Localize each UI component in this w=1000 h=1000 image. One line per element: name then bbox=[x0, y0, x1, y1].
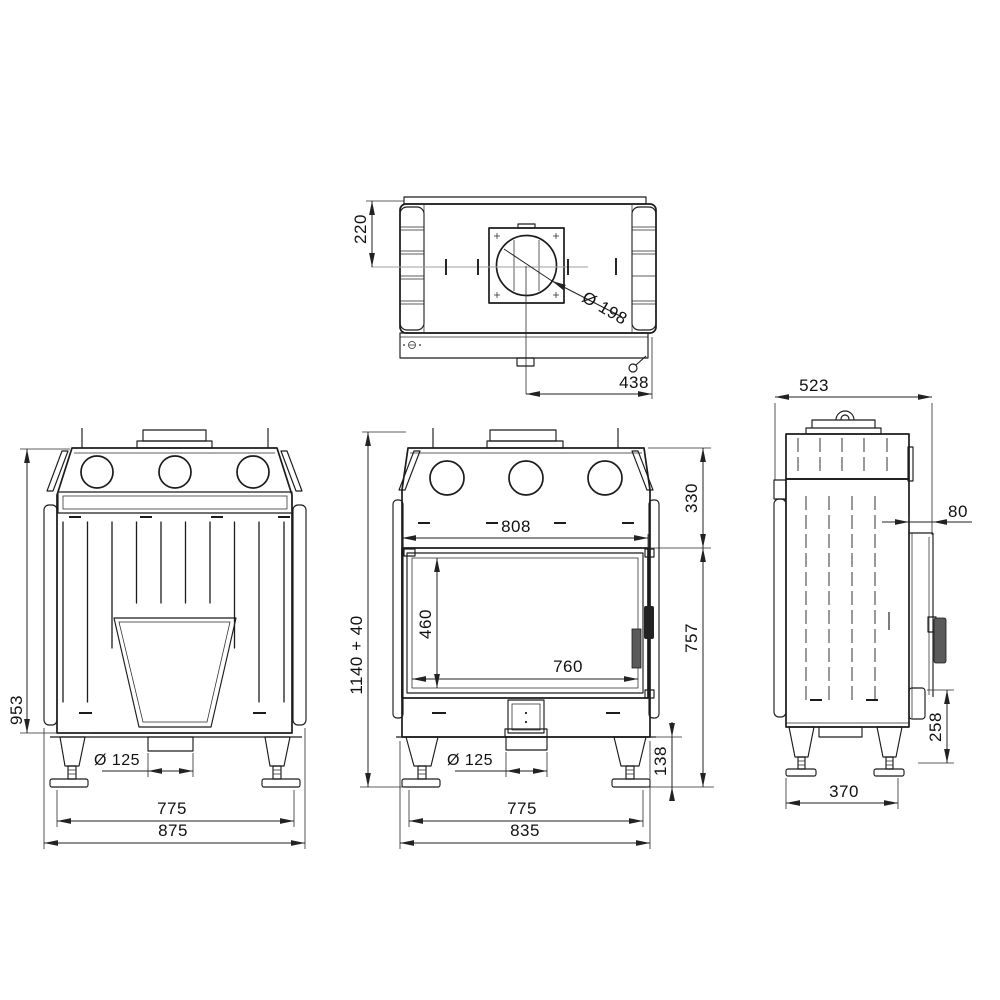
dim-rear-775: 775 bbox=[56, 790, 295, 827]
dimension-label: 875 bbox=[158, 821, 188, 840]
dimension-label: 775 bbox=[507, 799, 537, 818]
hinge-block bbox=[644, 606, 654, 639]
dimension-label: 220 bbox=[351, 214, 370, 244]
rear-legs bbox=[49, 736, 301, 788]
top-view-centerlines bbox=[371, 258, 617, 394]
rear-bottom-outlet bbox=[147, 736, 194, 752]
dim-80: 80 bbox=[882, 502, 972, 533]
door-handle bbox=[631, 628, 642, 669]
dimension-label: 438 bbox=[619, 373, 649, 392]
flue-collar bbox=[488, 223, 565, 304]
rear-rib-lines bbox=[62, 521, 285, 714]
dimension-label: 757 bbox=[682, 623, 701, 653]
dim-953: 953 bbox=[7, 448, 93, 734]
dimension-label: 835 bbox=[510, 821, 540, 840]
dimension-label: 775 bbox=[157, 799, 187, 818]
side-body bbox=[773, 478, 910, 728]
door-hinge-top bbox=[644, 548, 655, 558]
front-bottom-outlet bbox=[505, 736, 548, 751]
top-view-side-ribs bbox=[400, 226, 656, 305]
dim-front-775: 775 bbox=[408, 790, 644, 827]
dim-460: 460 bbox=[416, 558, 440, 688]
dim-330: 330 bbox=[648, 447, 711, 549]
dimension-label: 953 bbox=[7, 695, 26, 725]
dim-438: 438 bbox=[526, 337, 653, 399]
dimension-label: 138 bbox=[651, 746, 670, 776]
front-view: 808 460 760 1140 + 40 330 757 bbox=[347, 428, 714, 849]
front-air-ports bbox=[429, 460, 623, 496]
dim-835: 835 bbox=[399, 741, 651, 849]
top-view-base-tray bbox=[399, 332, 649, 367]
dim-760: 760 bbox=[412, 657, 638, 682]
dimension-label: 460 bbox=[416, 609, 435, 639]
dim-808: 808 bbox=[401, 517, 649, 548]
dimension-label: Ø 125 bbox=[94, 752, 140, 769]
dimension-label: 370 bbox=[829, 782, 859, 801]
dim-757: 757 bbox=[646, 548, 714, 788]
side-view: 523 80 258 370 bbox=[773, 376, 972, 809]
side-front-frame bbox=[908, 532, 947, 720]
rear-hopper bbox=[113, 617, 237, 728]
dimension-label: 258 bbox=[926, 712, 945, 742]
top-view: 220 Ø 198 438 bbox=[351, 196, 657, 399]
front-flue-collar bbox=[432, 428, 619, 449]
door-assembly bbox=[401, 547, 655, 699]
collar-bolts bbox=[494, 233, 559, 298]
rear-air-ports bbox=[80, 455, 270, 489]
dim-front-outlet: Ø 125 bbox=[447, 752, 548, 777]
dimension-label: 330 bbox=[682, 483, 701, 513]
dim-220: 220 bbox=[351, 200, 404, 267]
dimension-label: Ø 198 bbox=[579, 288, 631, 329]
dim-1140: 1140 + 40 bbox=[347, 431, 406, 788]
dimension-label: 80 bbox=[948, 502, 968, 521]
dimension-label: 523 bbox=[799, 376, 829, 395]
dimension-label: 760 bbox=[553, 657, 583, 676]
dim-138: 138 bbox=[651, 722, 682, 801]
rear-top-band bbox=[57, 491, 293, 518]
side-door-handle bbox=[933, 617, 947, 664]
dim-rear-outlet: Ø 125 bbox=[94, 752, 194, 777]
front-body bbox=[392, 447, 660, 738]
door-latch bbox=[403, 548, 416, 557]
dimension-label: 1140 + 40 bbox=[347, 615, 366, 694]
rear-body bbox=[43, 447, 307, 738]
dimension-label: Ø 125 bbox=[447, 752, 493, 769]
side-bottom-outlet bbox=[818, 726, 863, 738]
damper-handle bbox=[628, 355, 647, 373]
dim-258: 258 bbox=[918, 689, 954, 764]
side-door-sill bbox=[908, 687, 926, 720]
rear-view: 953 Ø 125 775 875 bbox=[7, 428, 307, 849]
dim-370: 370 bbox=[785, 778, 899, 809]
dim-rear-875: 875 bbox=[43, 728, 306, 849]
front-bottom-bracket bbox=[504, 699, 548, 751]
side-legs bbox=[785, 726, 905, 777]
rear-flue-collar bbox=[81, 428, 269, 449]
dim-523: 523 bbox=[774, 376, 933, 535]
dimension-label: 808 bbox=[501, 517, 531, 536]
lifting-eye bbox=[805, 410, 882, 435]
front-legs bbox=[401, 736, 651, 788]
side-upper-box bbox=[785, 433, 914, 482]
door-hinge-bottom bbox=[644, 689, 655, 699]
